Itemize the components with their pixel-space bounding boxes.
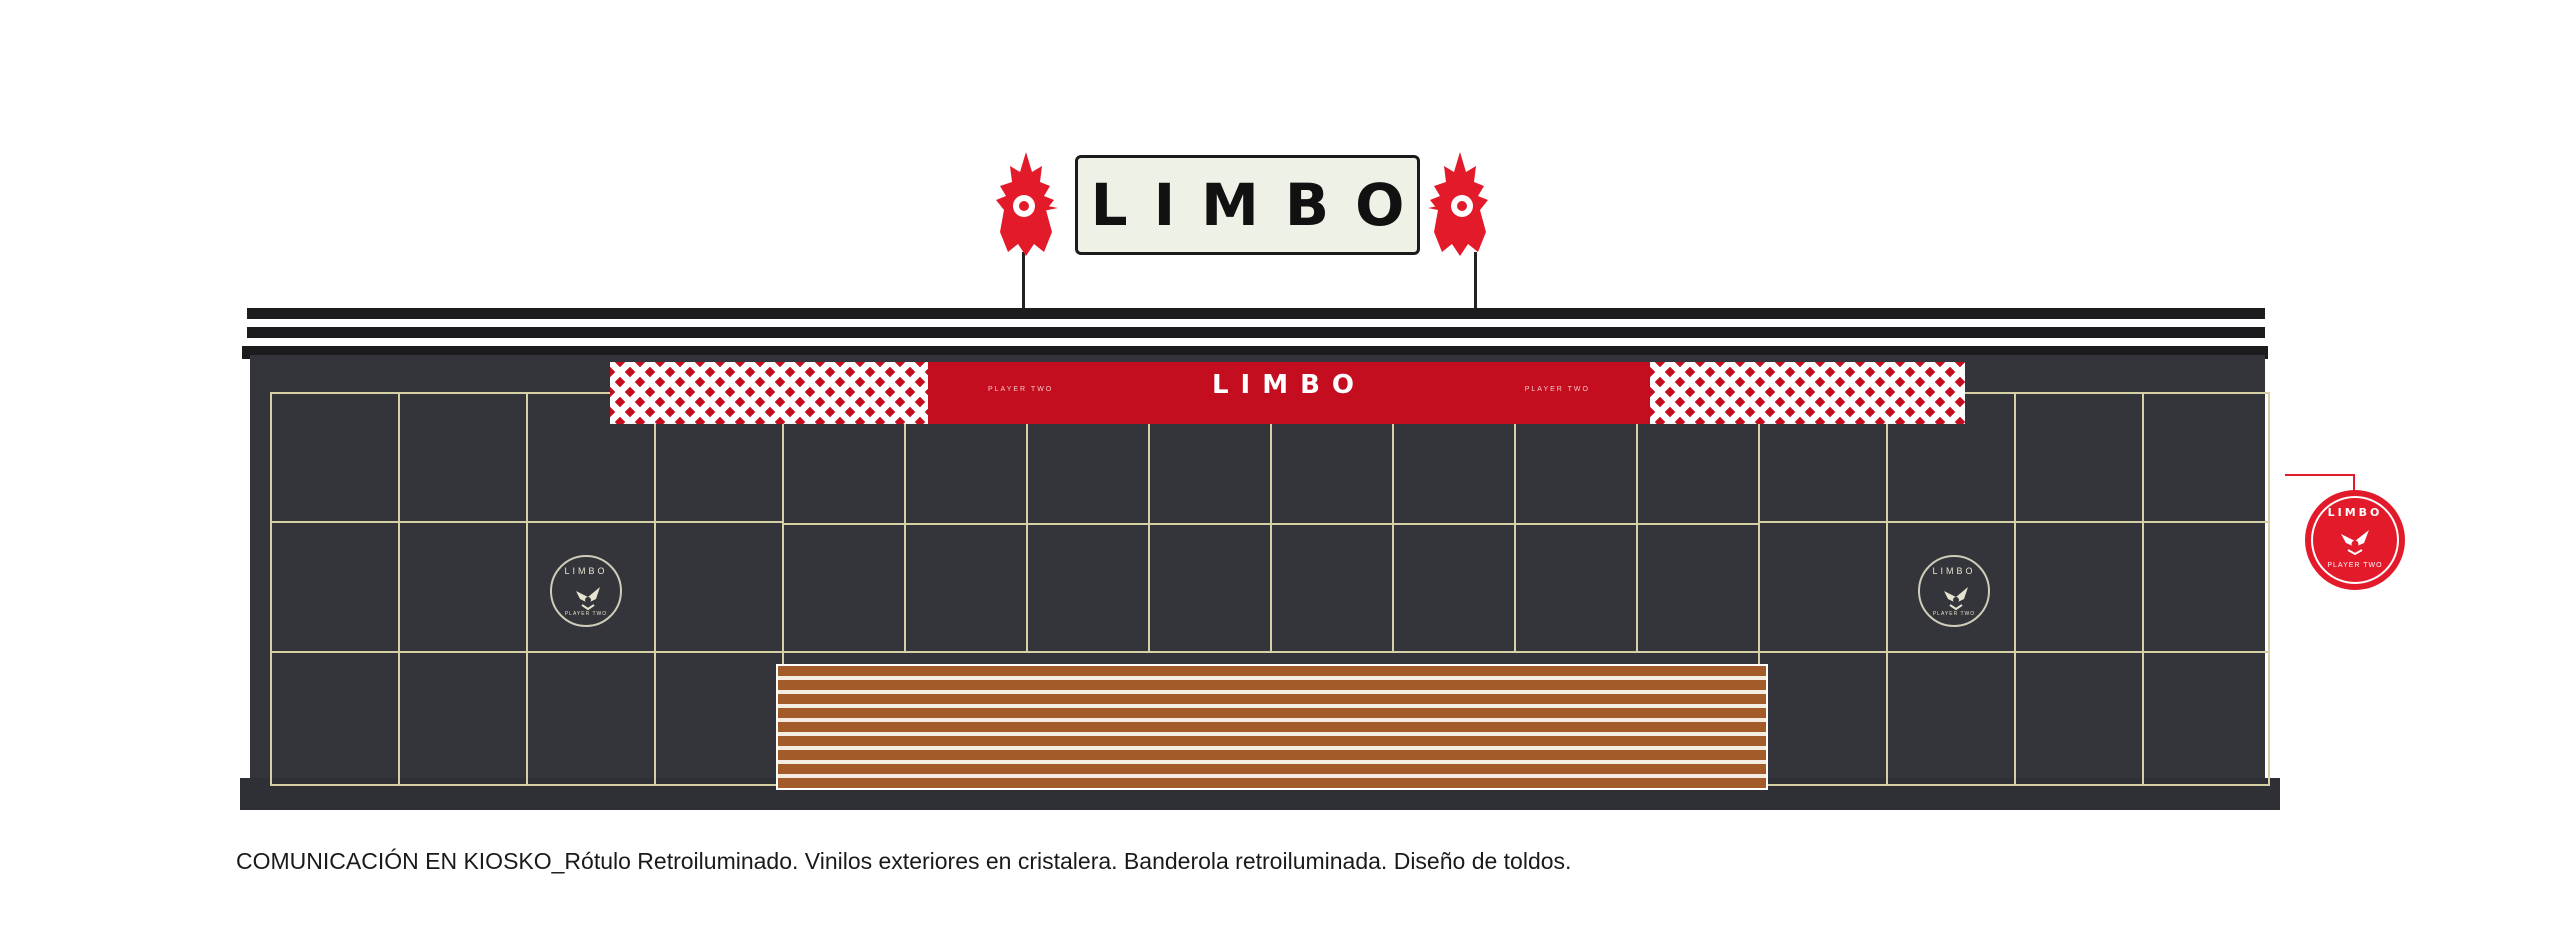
window-panel (270, 521, 400, 653)
bird-icon (576, 587, 600, 611)
window-panel (1392, 420, 1516, 525)
window-logo-right: LIMBO PLAYER TWO (1918, 555, 1990, 627)
window-panel (1026, 420, 1150, 525)
window-logo-title: LIMBO (1932, 566, 1976, 576)
hanging-sign-bracket-drop (2353, 474, 2355, 492)
window-panel (1270, 523, 1394, 653)
window-panel (1636, 420, 1760, 525)
hanging-sign-subtitle: PLAYER TWO (2327, 562, 2383, 569)
lattice-pattern-right (1650, 362, 1965, 424)
window-panel (2014, 392, 2144, 523)
window-panel (654, 521, 784, 653)
cornice-line-1 (247, 308, 2265, 319)
mascot-left-icon (996, 152, 1058, 256)
window-panel (398, 651, 528, 786)
hanging-round-sign: LIMBO PLAYER TWO (2305, 490, 2405, 590)
banner-tagline-right: PLAYER TWO (1524, 386, 1590, 393)
window-panel (270, 651, 400, 786)
hanging-sign-title: LIMBO (2327, 506, 2383, 519)
awning (776, 664, 1768, 790)
bird-icon (1944, 587, 1968, 611)
window-panel (782, 523, 906, 653)
window-panel (1148, 420, 1272, 525)
caption: COMUNICACIÓN EN KIOSKO_Rótulo Retroilumi… (236, 848, 1572, 874)
window-logo-title: LIMBO (564, 566, 608, 576)
window-panel (654, 651, 784, 786)
banner-title: LIMBO (1211, 370, 1367, 400)
window-panel (398, 521, 528, 653)
window-panel (270, 392, 400, 523)
window-panel (1886, 651, 2016, 786)
lattice-pattern-left (610, 362, 928, 424)
window-panel (1514, 523, 1638, 653)
bird-icon (2341, 530, 2369, 556)
window-panel (2142, 651, 2270, 786)
window-panel (1758, 521, 1888, 653)
window-panel (904, 523, 1028, 653)
window-panel (2014, 651, 2144, 786)
window-panel (1026, 523, 1150, 653)
cornice-line-2 (247, 327, 2265, 338)
illuminated-banner: PLAYER TWO LIMBO PLAYER TWO (610, 362, 1965, 424)
window-logo-left: LIMBO PLAYER TWO (550, 555, 622, 627)
sign-pole-left (1022, 252, 1025, 310)
sign-pole-right (1474, 252, 1477, 310)
hanging-sign-bracket (2285, 474, 2355, 476)
window-panel (1392, 523, 1516, 653)
banner-tagline-left: PLAYER TWO (988, 386, 1054, 393)
mascot-right-icon (1428, 152, 1488, 256)
window-panel (1148, 523, 1272, 653)
window-panel (1636, 523, 1760, 653)
rooftop-sign: LIMBO (1075, 155, 1420, 255)
window-panel (2014, 521, 2144, 653)
window-panel (1758, 651, 1888, 786)
banner-center: PLAYER TWO LIMBO PLAYER TWO (928, 362, 1650, 424)
rooftop-sign-text: LIMBO (1090, 171, 1431, 239)
window-panel (1514, 420, 1638, 525)
window-logo-subtitle: PLAYER TWO (564, 611, 608, 617)
window-panel (2142, 392, 2270, 523)
hanging-sign-ring (2311, 496, 2399, 584)
window-panel (904, 420, 1028, 525)
window-panel (1270, 420, 1394, 525)
window-panel (398, 392, 528, 523)
window-panel (526, 651, 656, 786)
window-logo-subtitle: PLAYER TWO (1932, 611, 1976, 617)
window-panel (782, 420, 906, 525)
window-panel (2142, 521, 2270, 653)
